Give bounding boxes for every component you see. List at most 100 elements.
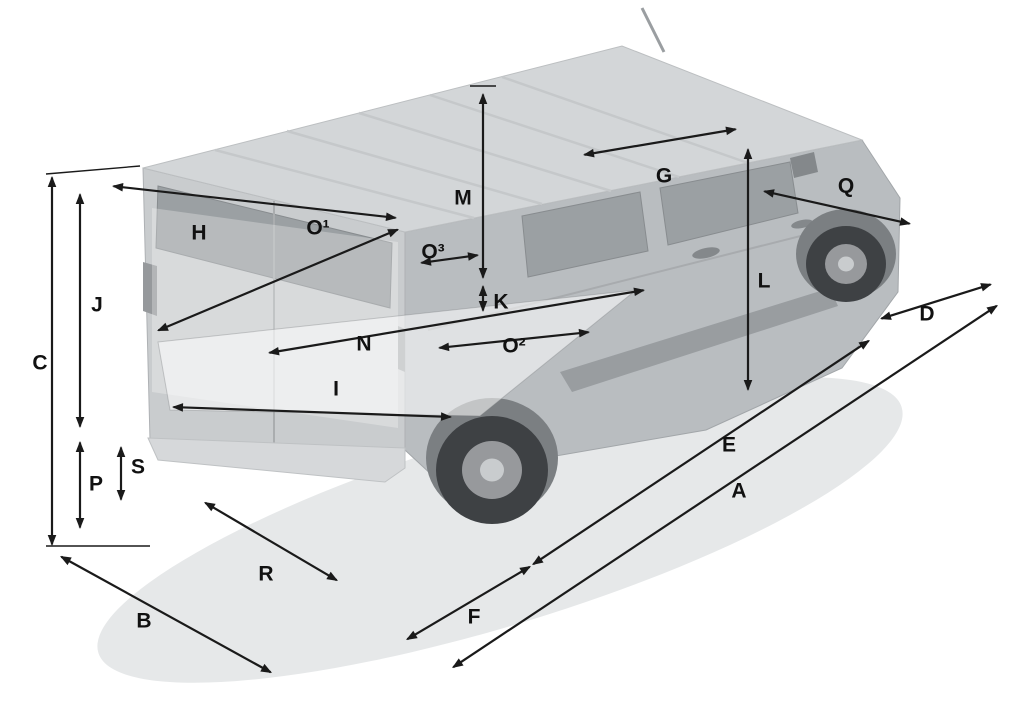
arrowhead-icon: [858, 340, 870, 350]
dimension-label-R: R: [258, 563, 273, 586]
dimension-label-D: D: [919, 303, 934, 326]
dimension-label-G: G: [656, 165, 672, 188]
dimension-I: I: [172, 378, 452, 421]
arrowhead-icon: [467, 252, 479, 261]
arrowhead-icon: [743, 380, 753, 391]
dimension-label-M: M: [454, 187, 472, 210]
arrowhead-icon: [75, 441, 85, 452]
dimension-label-J: J: [91, 294, 103, 317]
dimension-N: N: [268, 287, 645, 356]
dimension-label-O2: O²: [502, 335, 525, 358]
arrowhead-icon: [438, 342, 450, 352]
arrowhead-icon: [157, 322, 169, 331]
van-rocker-molding: [560, 288, 838, 392]
dimension-label-C: C: [32, 352, 47, 375]
arrowhead-icon: [326, 571, 338, 581]
dimension-arrow-G: [584, 128, 736, 156]
arrowhead-icon: [75, 417, 85, 428]
arrowhead-icon: [583, 148, 595, 158]
dimension-D: D: [880, 283, 992, 326]
arrowhead-icon: [47, 535, 57, 546]
van-left-taillight: [143, 262, 157, 316]
dimension-label-B: B: [136, 610, 151, 633]
dimension-L: L: [743, 148, 771, 391]
dimension-S: S: [116, 446, 145, 501]
dimension-label-A: A: [731, 480, 746, 503]
arrowhead-icon: [387, 229, 399, 238]
van-sliding-door-window: [521, 191, 649, 278]
arrowhead-icon: [880, 311, 892, 320]
dimension-B: B: [60, 555, 272, 674]
arrowhead-icon: [268, 346, 280, 356]
dimension-arrow-O2: [439, 331, 589, 349]
extension-lines: [45, 85, 496, 547]
dimension-label-E: E: [722, 434, 736, 457]
arrowhead-icon: [519, 566, 531, 576]
dimension-label-O3: O³: [421, 241, 444, 264]
arrowhead-icon: [725, 126, 737, 136]
arrowhead-icon: [385, 212, 397, 222]
arrowhead-icon: [60, 556, 72, 566]
dimension-arrow-D: [881, 283, 991, 320]
van-front-wheel: [796, 209, 896, 302]
arrowhead-icon: [633, 287, 645, 297]
dimension-arrow-F: [406, 565, 531, 641]
dimension-arrow-N: [269, 289, 644, 354]
van-front-door-window: [659, 161, 799, 246]
van-sliding-door-handle: [692, 247, 720, 259]
van-illustration: [142, 7, 901, 524]
dimension-label-O1: O¹: [306, 217, 329, 240]
dimension-C: C: [32, 176, 57, 546]
dimension-arrow-H: [113, 185, 396, 219]
dimension-M: M: [454, 93, 488, 279]
van-roof-ribs: [214, 75, 749, 220]
arrowhead-icon: [172, 403, 184, 412]
arrowhead-icon: [260, 663, 272, 673]
dimension-P: P: [75, 441, 103, 529]
dimension-G: G: [583, 126, 737, 188]
arrowhead-icon: [452, 658, 464, 668]
dimension-label-P: P: [89, 473, 103, 496]
dimension-arrow-O1: [157, 228, 399, 332]
dimension-arrow-I: [173, 405, 451, 419]
arrowhead-icon: [116, 446, 126, 457]
ground-shadow: [97, 377, 903, 683]
van-side-mirror: [790, 152, 818, 178]
arrowhead-icon: [478, 285, 488, 296]
dimension-label-I: I: [333, 378, 339, 401]
van-antenna: [640, 7, 666, 53]
dimension-E: E: [532, 339, 870, 566]
dimension-Q: Q: [763, 175, 911, 226]
dimension-label-K: K: [493, 291, 508, 314]
dimension-arrow-B: [60, 555, 272, 674]
arrowhead-icon: [899, 217, 911, 226]
arrowhead-icon: [75, 193, 85, 204]
dimension-arrow-E: [532, 339, 870, 566]
arrowhead-icon: [478, 93, 488, 104]
arrowhead-icon: [406, 630, 418, 640]
arrowhead-icon: [75, 518, 85, 529]
arrowhead-icon: [763, 189, 775, 198]
van-rear-bumper: [147, 437, 406, 483]
dimension-F: F: [406, 565, 531, 641]
dimension-K: K: [478, 285, 509, 314]
arrowhead-icon: [743, 148, 753, 159]
dimension-O3: O³: [420, 241, 479, 266]
arrowhead-icon: [204, 502, 216, 512]
van-roof: [142, 45, 864, 233]
arrowhead-icon: [112, 182, 124, 192]
arrowhead-icon: [478, 268, 488, 279]
arrowhead-icon: [47, 176, 57, 187]
arrowhead-icon: [532, 555, 544, 565]
dimension-label-Q: Q: [838, 175, 854, 198]
dimension-label-L: L: [758, 270, 771, 293]
dimension-label-H: H: [191, 222, 206, 245]
arrowhead-icon: [420, 257, 432, 266]
arrowhead-icon: [986, 305, 998, 315]
arrowhead-icon: [980, 283, 992, 292]
dimension-H: H: [112, 182, 397, 245]
van-rear-wheel: [426, 398, 558, 524]
arrowhead-icon: [478, 301, 488, 312]
